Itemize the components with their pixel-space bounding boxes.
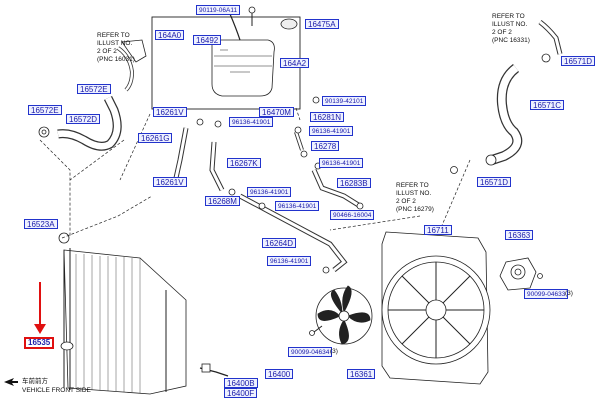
reservoir-cap xyxy=(280,18,298,30)
callout-16492[interactable]: 16492 xyxy=(193,35,222,45)
callout-16261v-upper[interactable]: 16261V xyxy=(153,107,187,117)
callout-16267k[interactable]: 16267K xyxy=(227,158,261,168)
vehicle-front-arrow-icon xyxy=(4,378,18,386)
fan-blade xyxy=(315,285,373,345)
callout-96136-41901-c[interactable]: 96136-41901 xyxy=(319,158,364,168)
callout-16400[interactable]: 16400 xyxy=(265,369,294,379)
callout-16470m[interactable]: 16470M xyxy=(259,107,294,117)
vehicle-front-label: 车前前方 VEHICLE FRONT SIDE xyxy=(22,377,91,395)
ref-line: REFER TO xyxy=(492,13,525,20)
ref-line: ILLUST NO. xyxy=(396,190,432,197)
callout-16571c[interactable]: 16571C xyxy=(530,100,565,110)
callout-96136-41901-f[interactable]: 96136-41901 xyxy=(267,256,312,266)
callout-16535[interactable]: 16535 xyxy=(24,337,55,349)
callout-90466-16004[interactable]: 90466-16004 xyxy=(330,210,375,220)
callout-16523a[interactable]: 16523A xyxy=(24,219,58,229)
callout-16363[interactable]: 16363 xyxy=(505,230,534,240)
callout-90139-42101[interactable]: 90139-42101 xyxy=(322,96,367,106)
callout-16572d[interactable]: 16572D xyxy=(66,114,101,124)
callout-16261v-lower[interactable]: 16261V xyxy=(153,177,187,187)
callout-164a2[interactable]: 164A2 xyxy=(280,58,310,68)
callout-16571d-upper[interactable]: 16571D xyxy=(561,56,596,66)
ref-line: (PNC 16279) xyxy=(396,206,434,213)
reference-note-16279: REFER TO ILLUST NO. 2 OF 2 (PNC 16279) xyxy=(396,182,434,214)
radiator-core xyxy=(63,249,187,395)
reference-note-16031: REFER TO ILLUST NO. 2 OF 2 (PNC 16031) xyxy=(97,32,135,64)
callout-16571d-lower[interactable]: 16571D xyxy=(477,177,512,187)
callout-96136-41901-a[interactable]: 96136-41901 xyxy=(229,117,274,127)
callout-90119-06a11[interactable]: 90119-06A11 xyxy=(196,5,241,15)
vehicle-front-english: VEHICLE FRONT SIDE xyxy=(22,387,91,394)
qty-label-90099-04633: (3) xyxy=(565,290,573,297)
reference-note-16331: REFER TO ILLUST NO. 2 OF 2 (PNC 16331) xyxy=(492,13,530,45)
callout-16400f[interactable]: 16400F xyxy=(224,388,258,398)
ref-line: 2 OF 2 xyxy=(396,198,416,205)
reservoir-tank xyxy=(211,39,275,97)
callout-16283b[interactable]: 16283B xyxy=(337,178,371,188)
ref-line: 2 OF 2 xyxy=(97,48,117,55)
qty-label-90099-04634: (3) xyxy=(330,348,338,355)
ref-line: (PNC 16031) xyxy=(97,56,135,63)
callout-90099-04634[interactable]: 90099-04634 xyxy=(288,347,333,357)
callout-164a0[interactable]: 164A0 xyxy=(155,30,185,40)
callout-16264d[interactable]: 16264D xyxy=(262,238,297,248)
callout-16281n[interactable]: 16281N xyxy=(310,112,345,122)
ref-line: 2 OF 2 xyxy=(492,29,512,36)
callout-16572e-left[interactable]: 16572E xyxy=(28,105,62,115)
callout-96136-41901-d[interactable]: 96136-41901 xyxy=(247,187,292,197)
callout-16278[interactable]: 16278 xyxy=(311,141,340,151)
ref-line: REFER TO xyxy=(396,182,429,189)
callout-16268m[interactable]: 16268M xyxy=(205,196,240,206)
callout-16572e-upper[interactable]: 16572E xyxy=(77,84,111,94)
callout-16475a[interactable]: 16475A xyxy=(305,19,339,29)
callout-96136-41901-b[interactable]: 96136-41901 xyxy=(309,126,354,136)
ref-line: (PNC 16331) xyxy=(492,37,530,44)
ref-line: REFER TO xyxy=(97,32,130,39)
red-down-arrow-icon xyxy=(34,282,46,334)
callout-16400b[interactable]: 16400B xyxy=(224,378,258,388)
vehicle-front-chinese: 车前前方 xyxy=(22,378,48,385)
callout-16711[interactable]: 16711 xyxy=(424,225,452,235)
fan-motor xyxy=(499,257,537,291)
callout-96136-41901-e[interactable]: 96136-41901 xyxy=(275,201,320,211)
callout-16361[interactable]: 16361 xyxy=(347,369,376,379)
drain-cock xyxy=(60,341,74,351)
ref-line: ILLUST NO. xyxy=(492,21,528,28)
callout-90099-04633[interactable]: 90099-04633 xyxy=(524,289,569,299)
ref-line: ILLUST NO. xyxy=(97,40,133,47)
callout-16261g[interactable]: 16261G xyxy=(138,133,173,143)
